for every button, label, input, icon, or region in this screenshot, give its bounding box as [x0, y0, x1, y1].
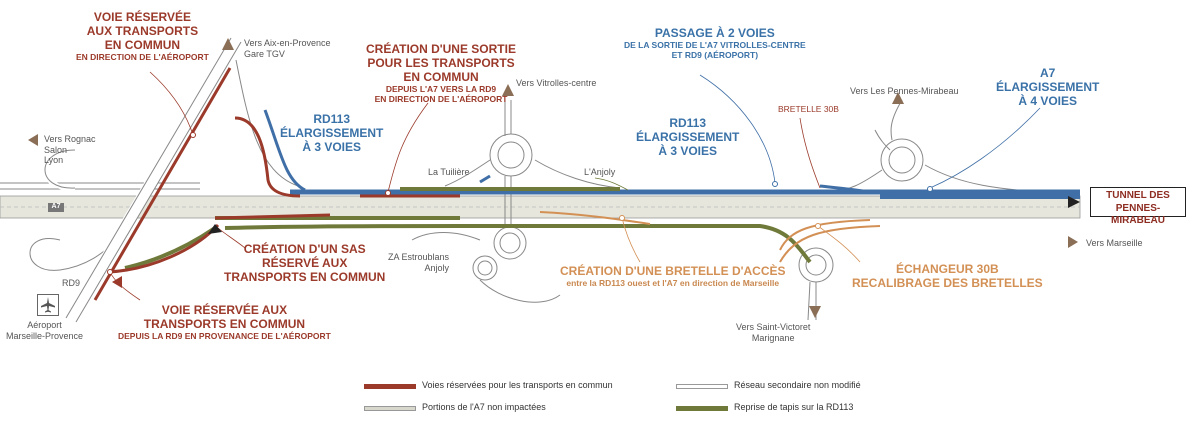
label-creation-sas: CRÉATION D'UN SAS RÉSERVÉ AUX TRANSPORTS… — [224, 242, 385, 284]
label-aeroport: Aéroport Marseille-Provence — [6, 320, 83, 341]
label-line: Vers Rognac — [44, 134, 96, 144]
label-line: CRÉATION D'UN SAS — [243, 242, 366, 256]
label-line: A7 — [1040, 66, 1056, 80]
plane-icon — [37, 294, 59, 316]
label-line: TRANSPORTS EN COMMUN — [143, 317, 306, 332]
label-line: Aéroport — [27, 320, 62, 330]
label-line: VOIE RÉSERVÉE — [93, 10, 191, 24]
legend-label: Reprise de tapis sur la RD113 — [734, 402, 854, 412]
label-line: ZA Estroublans — [388, 252, 450, 262]
label-rd113-right: RD113 ÉLARGISSEMENT À 3 VOIES — [636, 116, 739, 158]
arrow-right-icon — [1068, 236, 1078, 248]
label-creation-bretelle: CRÉATION D'UNE BRETELLE D'ACCÈS entre la… — [560, 264, 786, 288]
label-creation-sortie: CRÉATION D'UNE SORTIE POUR LES TRANSPORT… — [366, 42, 516, 105]
label-line: CRÉATION D'UNE BRETELLE D'ACCÈS — [560, 264, 786, 278]
label-line: POUR LES TRANSPORTS — [367, 56, 515, 71]
label-line: Salon — [44, 144, 68, 155]
label-za-estroublans: ZA Estroublans Anjoly — [388, 252, 449, 273]
a7-unchanged — [0, 195, 1081, 219]
widened-sections — [263, 109, 1080, 199]
a7-shield-label: A7 — [51, 203, 61, 210]
label-vers-rognac: Vers Rognac Salon Lyon — [44, 134, 96, 166]
label-line: ÉLARGISSEMENT — [996, 80, 1100, 95]
label-line: VOIE RÉSERVÉE AUX — [161, 303, 288, 317]
legend-swatch — [364, 384, 416, 389]
arrow-right-icon — [1068, 196, 1080, 208]
label-line: Anjoly — [424, 262, 450, 273]
label-line: À 3 VOIES — [302, 140, 362, 155]
label-line: ÉCHANGEUR 30B — [896, 262, 999, 276]
arrow-up-icon — [208, 224, 222, 234]
label-vers-vitrolles: Vers Vitrolles-centre — [516, 78, 597, 88]
label-sub: ET RD9 (AÉROPORT) — [671, 50, 759, 61]
label-vers-marseille: Vers Marseille — [1086, 238, 1143, 248]
label-line: ÉLARGISSEMENT — [280, 126, 384, 141]
label-voie-reservee-bottom: VOIE RÉSERVÉE AUX TRANSPORTS EN COMMUN D… — [118, 303, 331, 341]
arrow-up-icon — [222, 38, 234, 50]
label-sub: EN DIRECTION DE L'AÉROPORT — [76, 52, 209, 63]
label-line: EN COMMUN — [104, 38, 181, 53]
label-line: ÉLARGISSEMENT — [636, 130, 740, 145]
label-sub: DEPUIS LA RD9 EN PROVENANCE DE L'AÉROPOR… — [118, 331, 331, 342]
label-line: TRANSPORTS EN COMMUN — [224, 270, 386, 285]
arrow-down-icon — [809, 306, 821, 318]
label-l-anjoly: L'Anjoly — [584, 167, 616, 177]
tunnel-box: TUNNEL DES PENNES-MIRABEAU — [1090, 187, 1186, 226]
label-line: À 4 VOIES — [1018, 94, 1078, 109]
label-sub: EN DIRECTION DE L'AÉROPORT — [374, 94, 508, 105]
label-line: RECALIBRAGE DES BRETELLES — [852, 276, 1043, 291]
label-echangeur-30b: ÉCHANGEUR 30B RECALIBRAGE DES BRETELLES — [852, 262, 1043, 290]
bretelle-sections — [539, 211, 881, 263]
label-line: Vers Aix-en-Provence — [244, 38, 331, 48]
legend-swatch — [676, 406, 728, 411]
label-line: Marseille-Provence — [6, 330, 84, 341]
legend-swatch — [364, 406, 416, 411]
label-sub: DEPUIS L'A7 VERS LA RD9 — [385, 84, 497, 95]
legend-label: Réseau secondaire non modifié — [734, 380, 861, 390]
label-voie-reservee-top: VOIE RÉSERVÉE AUX TRANSPORTS EN COMMUN E… — [76, 10, 209, 62]
label-line: RD113 — [313, 112, 351, 126]
label-line: EN COMMUN — [403, 70, 479, 85]
legend-label: Portions de l'A7 non impactées — [422, 402, 546, 412]
label-passage-2-voies: PASSAGE À 2 VOIES DE LA SORTIE DE L'A7 V… — [624, 26, 806, 60]
label-sub: entre la RD113 ouest et l'A7 en directio… — [566, 278, 780, 289]
label-line: Lyon — [44, 155, 64, 166]
label-line: À 3 VOIES — [658, 144, 718, 159]
arrow-left-icon — [112, 276, 122, 288]
label-rd113-left: RD113 ÉLARGISSEMENT À 3 VOIES — [280, 112, 383, 154]
label-line: Gare TGV — [244, 48, 285, 59]
arrow-up-icon — [502, 84, 514, 96]
label-la-tuiliere: La Tuilière — [428, 167, 470, 177]
label-line: Vers Saint-Victoret — [736, 322, 811, 332]
label-a7-elargissement: A7 ÉLARGISSEMENT À 4 VOIES — [996, 66, 1099, 108]
label-line: AUX TRANSPORTS — [86, 24, 199, 39]
label-line: RD113 — [669, 116, 707, 130]
label-bretelle-30b: BRETELLE 30B — [778, 104, 839, 114]
markers-blue — [772, 181, 933, 192]
arrow-left-icon — [28, 134, 38, 146]
label-line: RÉSERVÉ AUX — [261, 256, 348, 271]
arrow-up-icon — [892, 92, 904, 104]
markers — [107, 132, 391, 275]
label-line: Marignane — [751, 332, 795, 343]
label-sub: DE LA SORTIE DE L'A7 VITROLLES-CENTRE — [624, 40, 806, 51]
label-line: PASSAGE À 2 VOIES — [654, 26, 775, 40]
label-line: CRÉATION D'UNE SORTIE — [366, 42, 516, 56]
label-rd9: RD9 — [62, 278, 81, 288]
label-vers-saint-victoret: Vers Saint-Victoret Marignane — [736, 322, 810, 343]
label-vers-aix: Vers Aix-en-Provence Gare TGV — [244, 38, 331, 59]
legend-swatch — [676, 384, 728, 389]
a7-shield-box — [48, 203, 64, 212]
label-line: PENNES-MIRABEAU — [1111, 202, 1165, 227]
label-line: TUNNEL DES — [1106, 190, 1170, 201]
legend-label: Voies réservées pour les transports en c… — [422, 380, 613, 390]
label-vers-pennes: Vers Les Pennes-Mirabeau — [850, 86, 959, 96]
markers-orange — [619, 215, 821, 229]
